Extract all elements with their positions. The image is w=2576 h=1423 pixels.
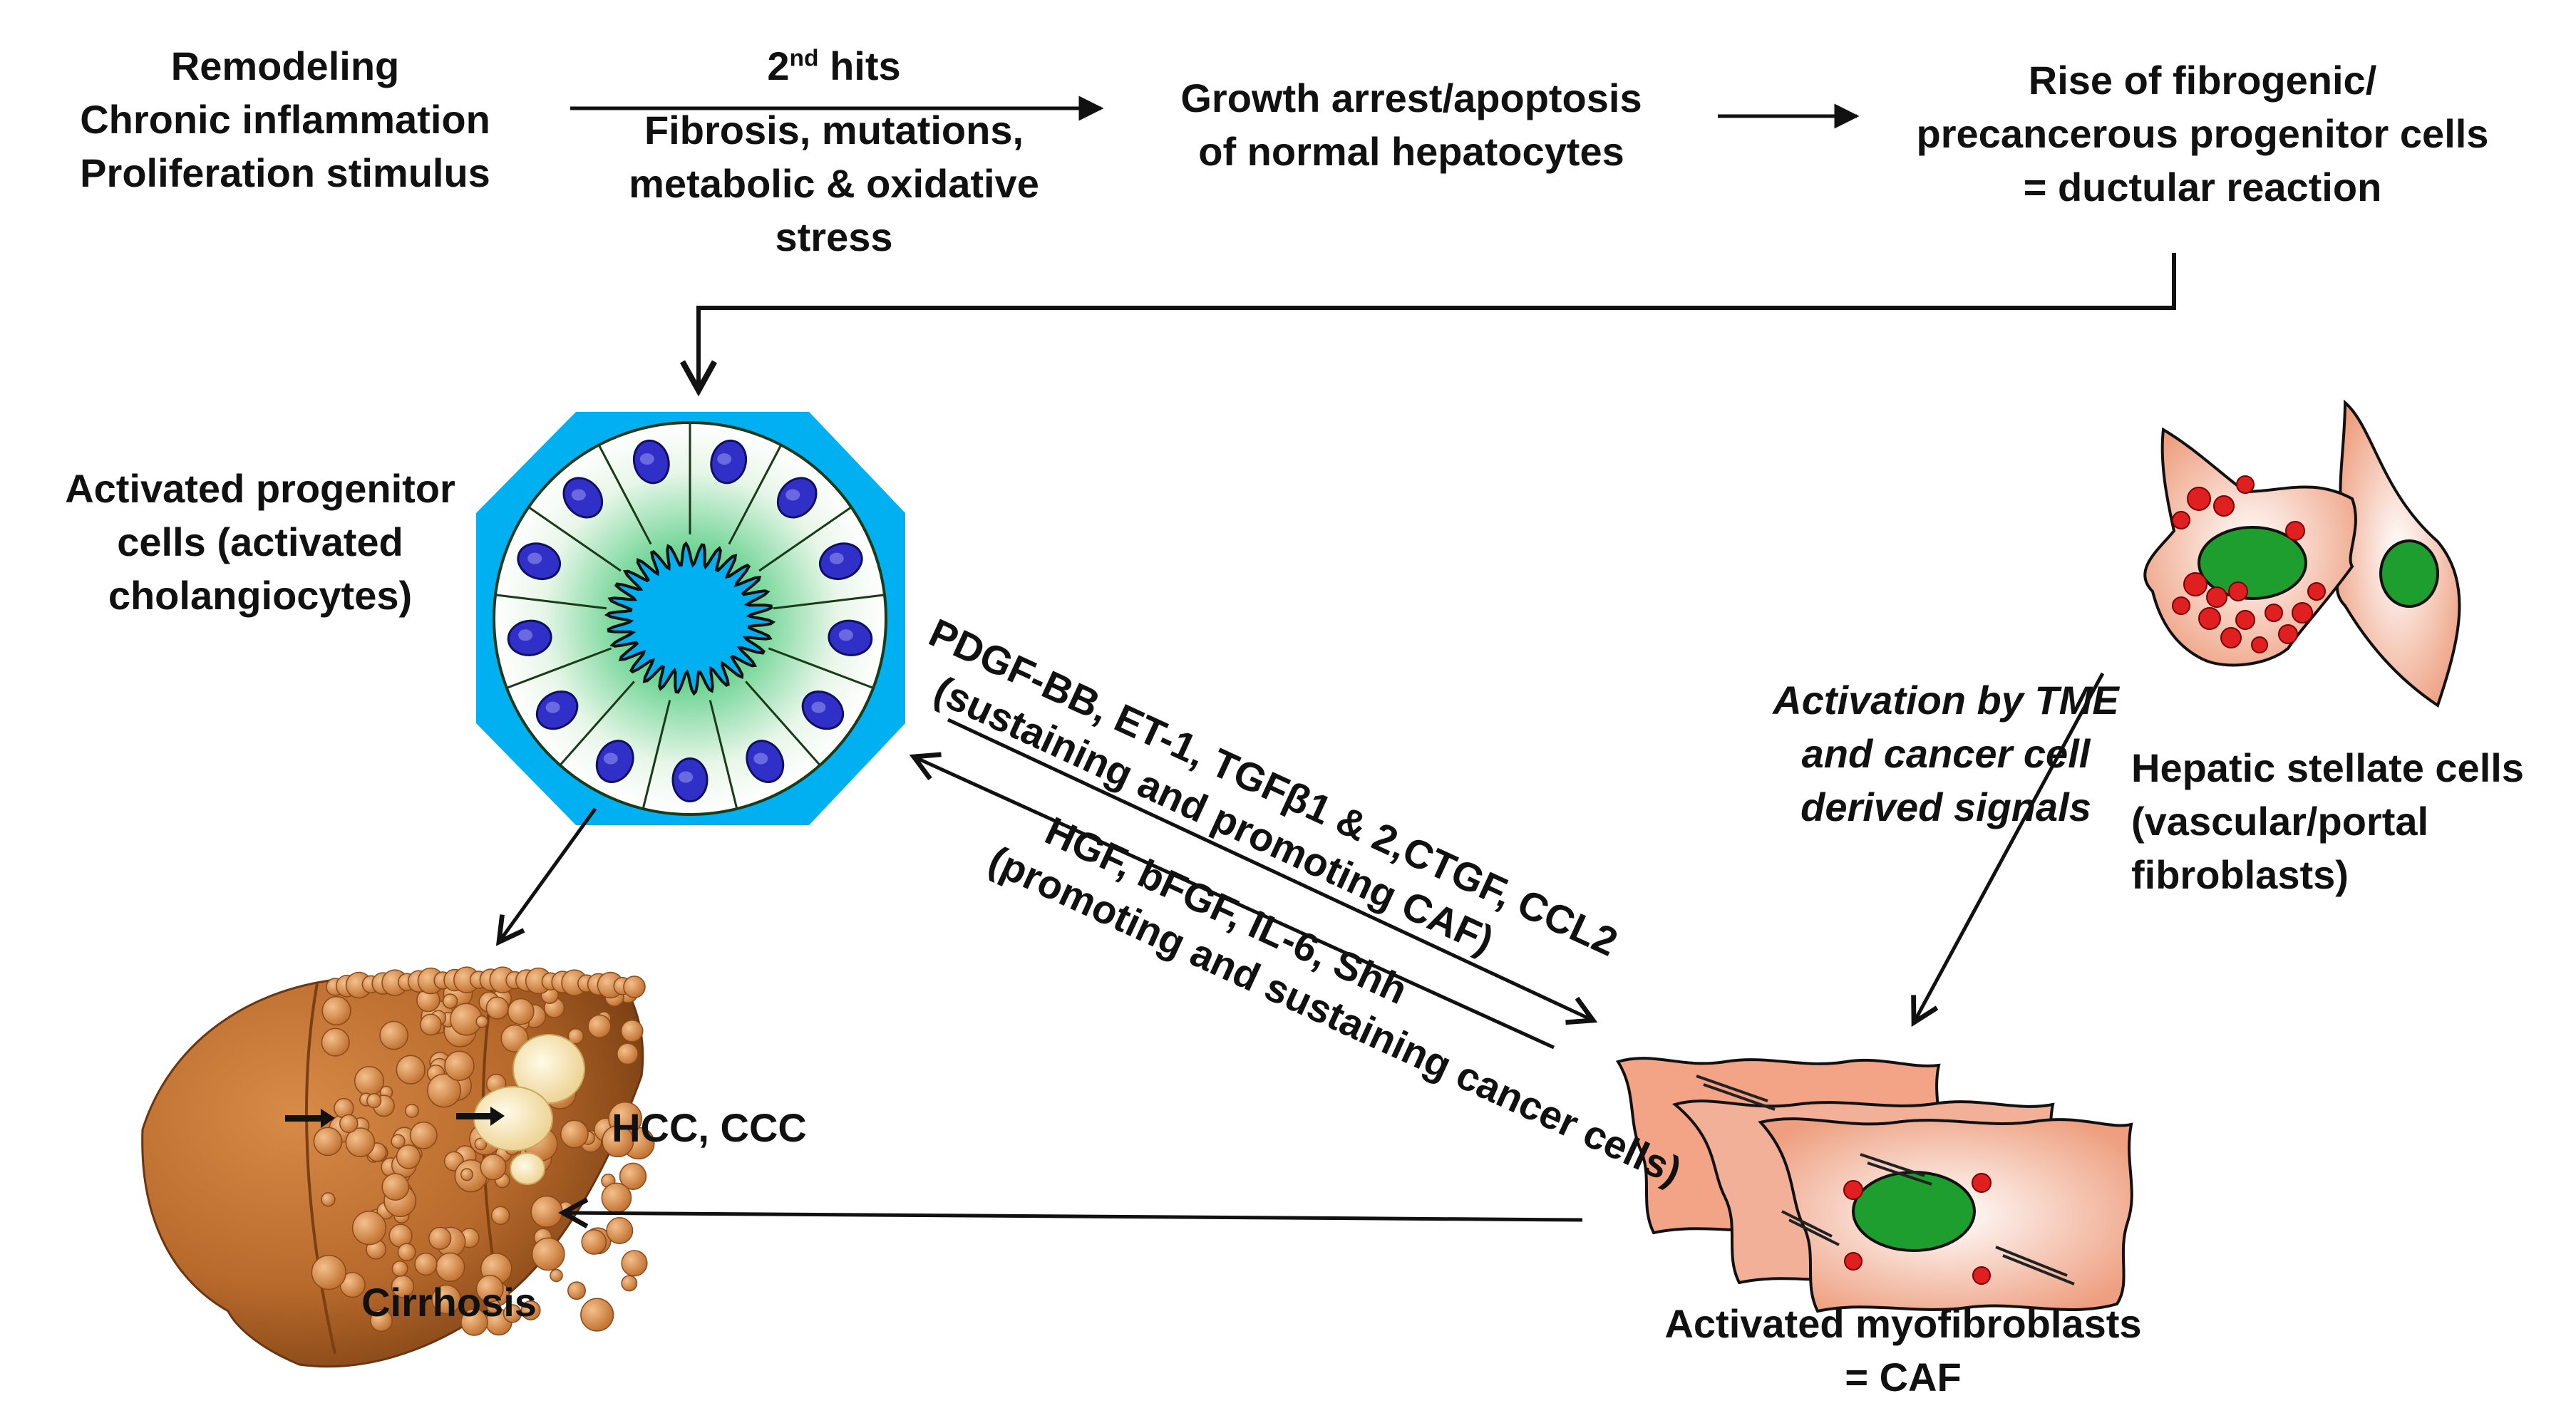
second-hits-title: 2nd hits: [767, 43, 901, 88]
stellate-label-line-1: Hepatic stellate cells: [2131, 745, 2524, 790]
progenitor-label-line-1: Activated progenitor: [65, 466, 455, 511]
causes-label: Remodeling Chronic inflammation Prolifer…: [43, 39, 527, 200]
liver-inner-arrows: [285, 1107, 505, 1128]
stellate-cells-illustration: [2143, 399, 2461, 708]
cancer-types-label: HCC, CCC: [612, 1105, 807, 1150]
activation-label: Activation by TME and cancer cell derive…: [1696, 673, 2195, 834]
growth-arrest-line-1: Growth arrest/apoptosis: [1180, 76, 1642, 120]
myofibroblast-illustration: [1615, 1057, 2133, 1313]
bile-duct-illustration: [476, 412, 905, 825]
flow-arrows: [495, 672, 2105, 1228]
activation-line-1: Activation by TME: [1773, 678, 2119, 723]
progenitor-label-line-3: cholangiocytes): [108, 573, 413, 618]
growth-arrest-label: Growth arrest/apoptosis of normal hepato…: [1126, 71, 1696, 178]
second-hits-line-2: metabolic & oxidative: [629, 161, 1039, 206]
cirrhotic-liver-illustration: [141, 966, 655, 1368]
cirrhosis-label: Cirrhosis: [361, 1280, 537, 1325]
second-hits-line-3: stress: [775, 214, 893, 259]
activation-line-2: and cancer cell: [1801, 731, 2091, 776]
progenitor-rise-line-1: Rise of fibrogenic/: [2028, 58, 2377, 103]
myofibroblast-label: Activated myofibroblasts = CAF: [1611, 1297, 2195, 1404]
stellate-label-line-3: fibroblasts): [2131, 852, 2349, 897]
myofibroblast-line-1: Activated myofibroblasts: [1664, 1301, 2142, 1346]
progenitor-rise-line-3: = ductular reaction: [2023, 165, 2382, 209]
activation-line-3: derived signals: [1800, 785, 2091, 829]
myofibroblast-line-2: = CAF: [1845, 1355, 1962, 1399]
progenitor-rise-line-2: precancerous progenitor cells: [1916, 111, 2489, 156]
second-hits-label: 2nd hits Fibrosis, mutations, metabolic …: [584, 39, 1083, 264]
second-hits-line-1: Fibrosis, mutations,: [644, 108, 1024, 152]
cause-line-1: Remodeling: [170, 43, 400, 88]
top-arrows: [570, 95, 2176, 397]
stellate-label-line-2: (vascular/portal: [2131, 799, 2429, 844]
stellate-cells-label: Hepatic stellate cells (vascular/portal …: [2131, 741, 2573, 901]
cause-line-3: Proliferation stimulus: [80, 150, 490, 195]
growth-arrest-line-2: of normal hepatocytes: [1198, 129, 1624, 174]
cause-line-2: Chronic inflammation: [80, 97, 490, 142]
progenitor-label-line-2: cells (activated: [117, 519, 403, 564]
progenitor-cells-label: Activated progenitor cells (activated ch…: [29, 462, 492, 622]
progenitor-rise-label: Rise of fibrogenic/ precancerous progeni…: [1882, 53, 2523, 214]
